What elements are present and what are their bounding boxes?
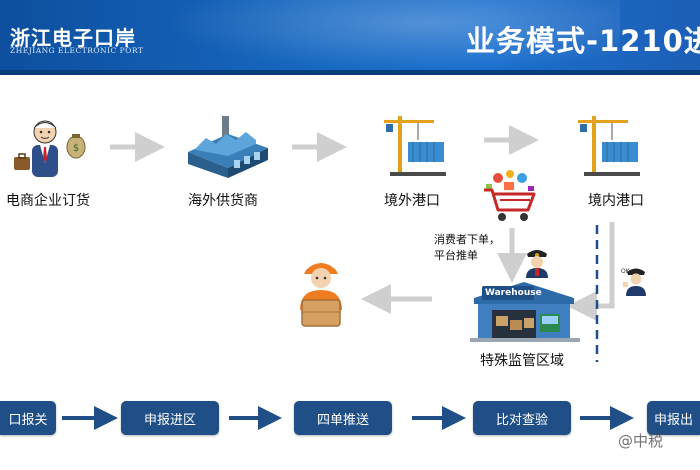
logo-chinese: 浙江电子口岸 [10,26,136,50]
header-sheen [140,0,620,75]
warehouse-sign: Warehouse [485,288,542,298]
arrow-port-warehouse [567,222,615,321]
svg-text:OK: OK [621,268,631,275]
domestic-port-label: 境内港口 [588,193,644,209]
note-line-2: 平台推单 [434,249,478,262]
page-title: 业务模式-1210进 [466,24,700,58]
supplier-label: 海外供货商 [188,193,258,209]
step-declare-entry: 申报进区 [121,401,219,435]
svg-text:$: $ [73,143,79,154]
step-customs-declaration: 口报关 [0,401,56,435]
step-four-doc-push: 四单推送 [294,401,392,435]
businessman-icon: $ [14,120,86,177]
foreign-port-label: 境外港口 [384,193,440,209]
customs-officer-icon [526,250,548,278]
header-band [0,70,700,75]
header-banner: 浙江电子口岸 ZHEJIANG ELECTRONIC PORT 业务模式-121… [0,0,700,75]
consumer-order-note: 消费者下单， 平台推单 [434,232,500,264]
warehouse-icon [470,282,580,342]
domestic-port-crane-icon [578,116,640,176]
logo-english: ZHEJIANG ELECTRONIC PORT [10,46,144,55]
customs-officer-small-icon: OK [621,268,646,296]
shopping-cart-icon [484,170,536,221]
step-declare-exit: 申报出 [647,401,700,435]
factory-icon [188,116,268,178]
watermark-text: @中税 [618,432,664,450]
special-zone-label: 特殊监管区域 [480,353,564,369]
step-compare-inspect: 比对查验 [473,401,571,435]
foreign-port-crane-icon [384,116,446,176]
note-line-1: 消费者下单， [434,233,500,246]
delivery-worker-icon [300,263,342,327]
merchant-label: 电商企业订货 [6,193,90,209]
